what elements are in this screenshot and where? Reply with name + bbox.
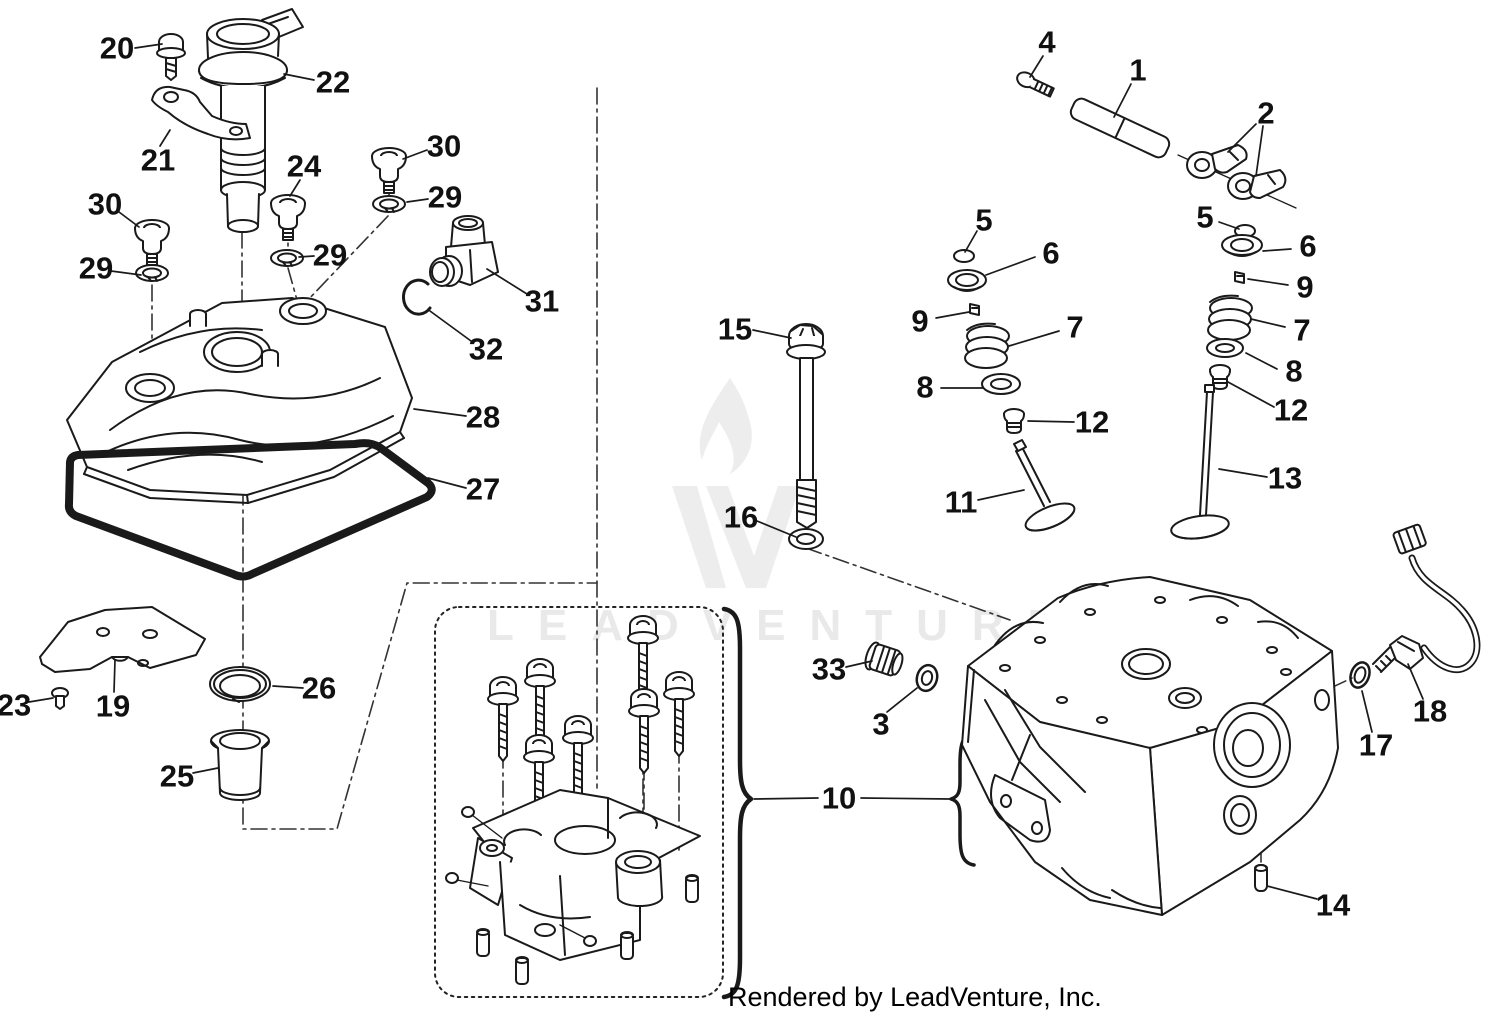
leader-line-9	[1247, 278, 1289, 286]
valve-group-right	[1206, 224, 1263, 390]
part-9-keepers	[1234, 271, 1245, 284]
carrier-side-screws	[445, 806, 597, 947]
leader-line-2	[1227, 123, 1257, 153]
part-13-exhaust-valve	[1170, 384, 1230, 540]
leader-line-32	[429, 310, 472, 342]
leader-line-21	[159, 129, 171, 147]
leader-line-8	[1245, 352, 1278, 370]
footer-credit: Rendered by LeadVenture, Inc.	[728, 982, 1102, 1012]
part-23-screw	[51, 687, 69, 710]
leader-line-26	[272, 685, 304, 689]
head-brace	[949, 731, 976, 867]
part-20-bolt	[156, 33, 186, 81]
leader-line-30	[118, 211, 140, 228]
leader-line-7	[1008, 330, 1060, 347]
part-12-valve-seal	[1003, 408, 1025, 434]
part-21-bracket	[151, 85, 251, 141]
part-28-valve-cover	[66, 297, 413, 504]
leader-line-23	[28, 697, 54, 703]
leader-line-5	[964, 230, 978, 253]
part-8-spring-seat	[1206, 338, 1244, 358]
part-22-ignition-coil	[198, 8, 304, 233]
leader-line-12	[1027, 420, 1075, 423]
leader-line-20	[134, 43, 163, 49]
leader-line-6	[985, 256, 1036, 276]
leadventure-flame-logo	[672, 378, 800, 588]
part-24-cap-mid	[270, 194, 306, 241]
box-brace	[721, 606, 754, 1000]
subassembly-dotted-box	[434, 606, 724, 998]
part-3-washer	[915, 663, 939, 693]
leader-line-24	[289, 179, 301, 197]
part-16-washer	[788, 528, 824, 550]
leader-lines	[28, 43, 1424, 900]
part-10-cylinder-head	[961, 576, 1339, 916]
part-17-seal-washer	[1349, 661, 1371, 689]
part-5-shim	[953, 249, 975, 263]
part-29-washer-left	[135, 264, 169, 282]
leader-line-5	[1218, 221, 1240, 230]
part-26-seal-ring	[209, 666, 271, 703]
leader-line-14	[1266, 885, 1318, 900]
leader-line-13	[1218, 468, 1268, 478]
leader-line-15	[752, 329, 792, 339]
part-7-spring	[964, 322, 1010, 369]
leader-line-29	[406, 198, 429, 203]
part-32-o-ring	[402, 278, 432, 316]
leadventure-watermark-text: LEADVENTURE	[487, 601, 1082, 650]
part-2-rocker-arms	[1186, 144, 1287, 200]
leader-line-33	[845, 660, 873, 668]
leader-line-10	[753, 797, 819, 800]
leader-line-25	[192, 767, 219, 774]
part-30-cap-right	[371, 147, 407, 194]
leader-line-17	[1361, 690, 1373, 733]
part-25-spark-plug-tube	[210, 729, 270, 801]
part-11-intake-valve	[1013, 439, 1076, 532]
camshaft-carrier	[469, 789, 701, 961]
leader-line-1	[1113, 83, 1132, 118]
part-33-plug	[864, 641, 904, 677]
leader-line-28	[413, 408, 467, 417]
leader-line-12	[1227, 381, 1275, 408]
part-29-washer-right	[372, 195, 406, 213]
leader-line-27	[427, 477, 467, 489]
leader-line-18	[1407, 663, 1424, 700]
leader-line-4	[1029, 55, 1044, 78]
part-15-head-bolt	[786, 323, 826, 529]
leader-line-30	[402, 149, 428, 160]
part-29-washer-mid	[270, 249, 304, 267]
leader-line-11	[977, 489, 1025, 501]
leader-line-2	[1255, 125, 1264, 177]
leader-line-31	[486, 268, 528, 295]
leader-line-29	[298, 255, 315, 258]
valve-group-left	[947, 249, 1025, 434]
leader-line-22	[283, 73, 315, 81]
part-7-spring	[1207, 294, 1253, 341]
flame-icon	[699, 378, 752, 474]
leader-line-19	[113, 659, 116, 693]
carrier-bolts	[487, 615, 695, 820]
part-8-spring-seat	[981, 373, 1021, 395]
part-14-dowel-pin	[1254, 864, 1268, 892]
leader-line-6	[1262, 248, 1292, 252]
leader-line-29	[110, 270, 142, 276]
part-31-elbow-fitting	[429, 215, 499, 287]
part-1-rocker-shaft	[1069, 97, 1297, 209]
leader-line-3	[886, 687, 918, 713]
part-18-temp-sensor	[1372, 523, 1481, 673]
part-19-plate	[39, 606, 206, 673]
part-27-gasket	[64, 439, 436, 581]
leader-line-16	[756, 520, 797, 538]
part-4-bolt	[1016, 71, 1055, 98]
leader-line-10	[860, 797, 951, 800]
leader-line-9	[935, 311, 970, 319]
part-9-keepers	[969, 303, 980, 316]
leader-line-7	[1250, 318, 1286, 328]
